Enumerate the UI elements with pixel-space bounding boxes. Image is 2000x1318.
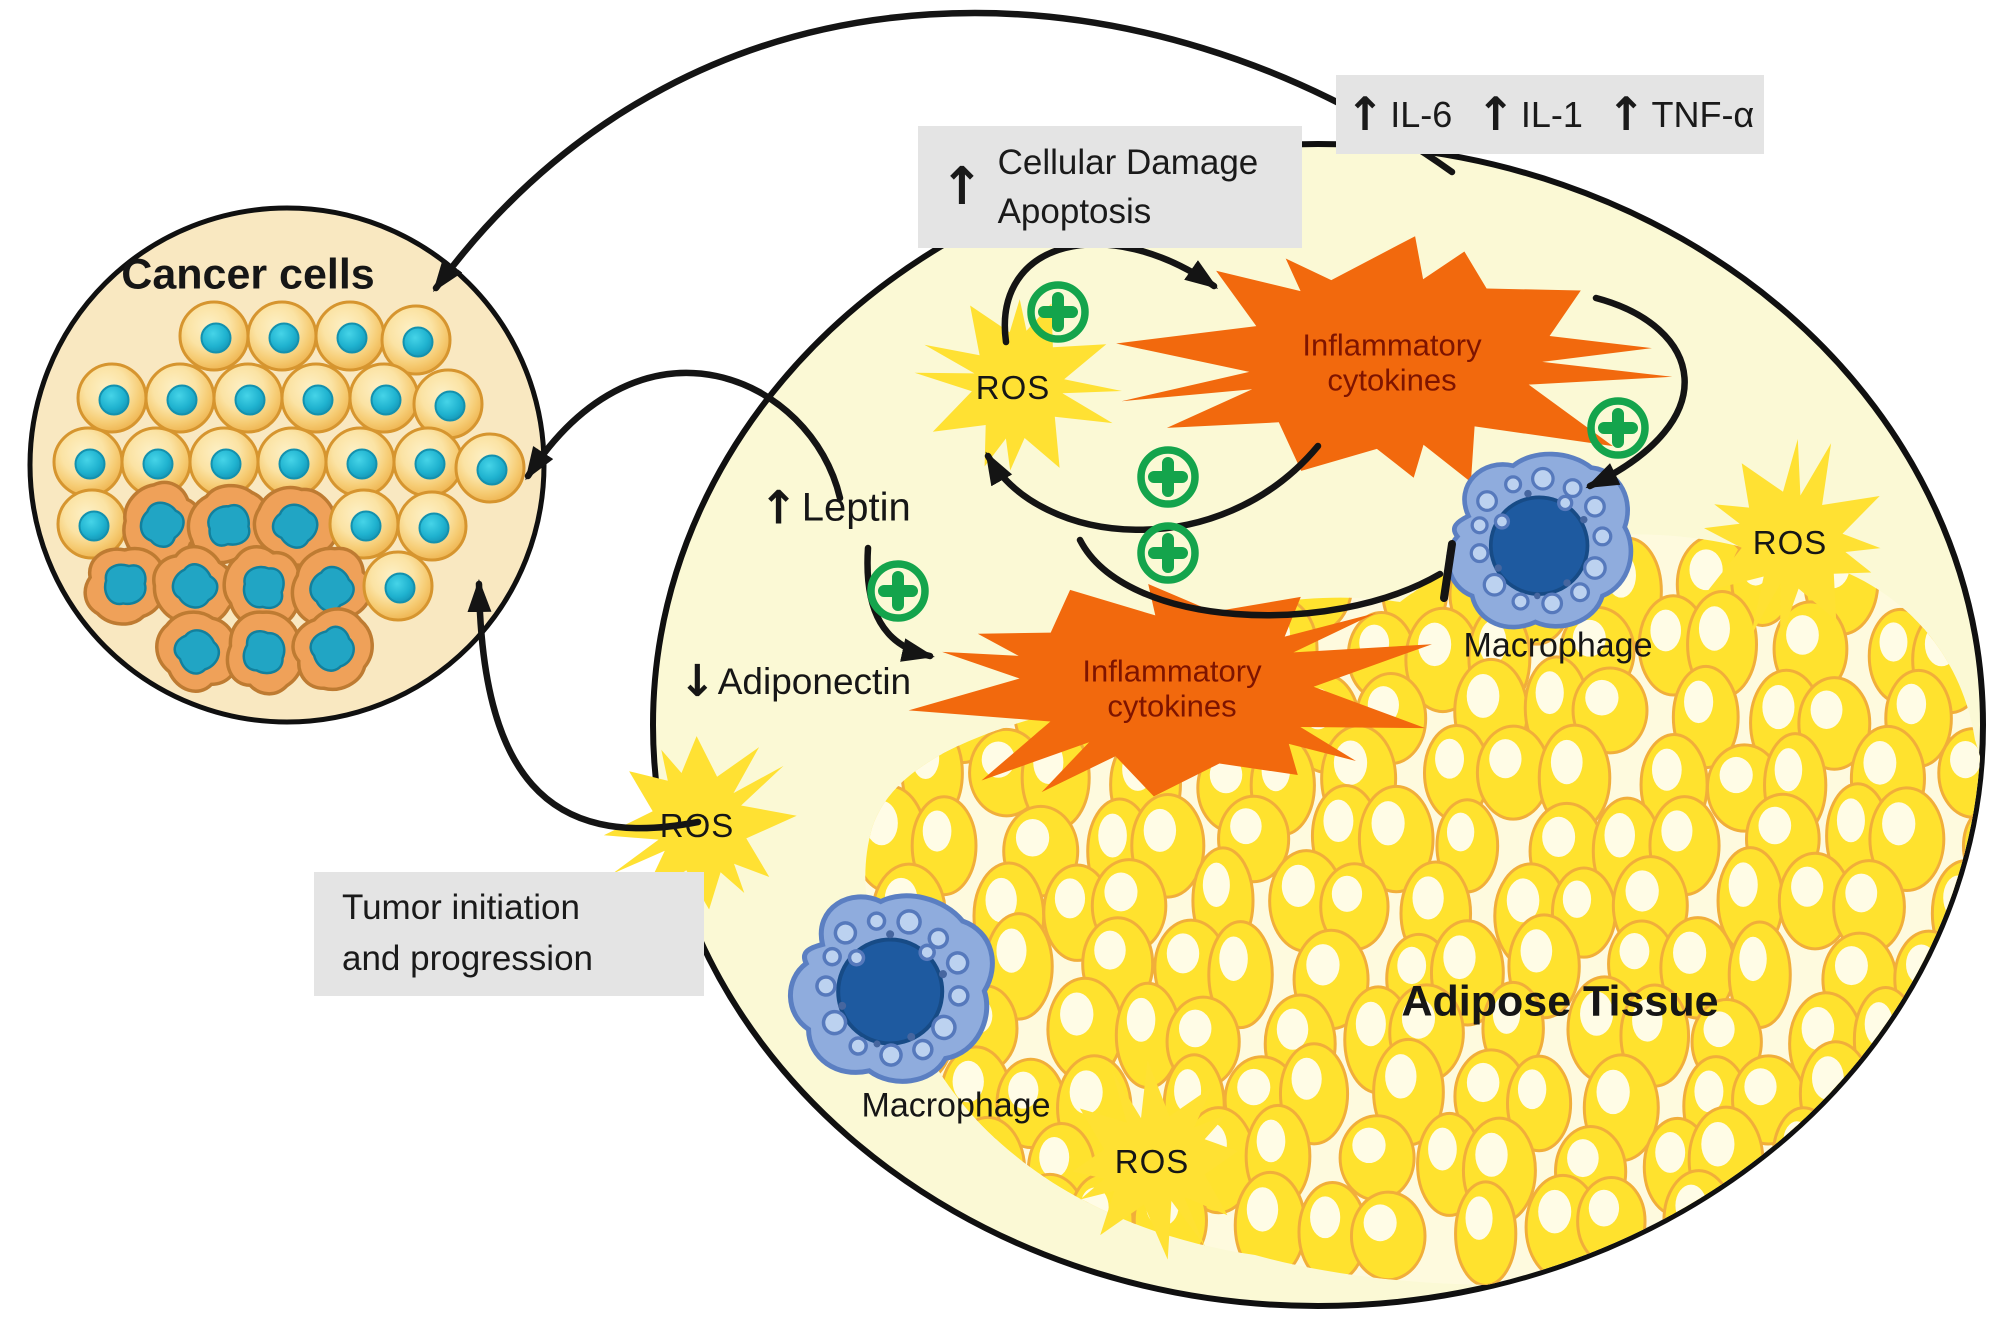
- cytokines-top-line2: cytokines: [1327, 362, 1457, 397]
- leptin-label: ↑ Leptin: [759, 480, 911, 535]
- tumor-progression-box: Tumor initiation and progression: [314, 872, 704, 996]
- up-arrow-icon: ↑: [1606, 86, 1646, 141]
- arrow-ros-to-cancer-tumor-initiation: [467, 579, 702, 832]
- up-arrow-icon: ↑: [940, 156, 984, 217]
- cytokines-lower-line1: Inflammatory: [1082, 653, 1262, 689]
- tumor-box-line1: Tumor initiation: [342, 888, 580, 928]
- marker-tnf-label: TNF-α: [1651, 93, 1755, 135]
- plus-icon: [871, 564, 925, 618]
- arrow-leptin-to-lower-cytokines: [864, 544, 935, 662]
- ros-label-top: ROS: [975, 369, 1051, 406]
- cancer-cells-label: Cancer cells: [121, 250, 375, 299]
- adiponectin-text: Adiponectin: [717, 661, 912, 702]
- ros-label-right: ROS: [1752, 524, 1828, 561]
- adipose-tissue-label: Adipose Tissue: [1401, 977, 1719, 1026]
- up-arrow-icon: ↑: [1476, 86, 1515, 141]
- ros-label-left: ROS: [659, 807, 735, 844]
- plus-icon: [1141, 450, 1195, 504]
- down-arrow-icon: ↓: [678, 656, 716, 708]
- macrophage-right-label: Macrophage: [1463, 626, 1653, 665]
- arrow-leptin-to-macrophage-endbar: [1440, 540, 1456, 602]
- marker-il1: ↑ IL-1: [1476, 86, 1583, 141]
- tumor-box-line2: and progression: [342, 939, 593, 978]
- marker-il1-label: IL-1: [1520, 93, 1583, 135]
- cytokine-markers-box: ↑ IL-6 ↑ IL-1 ↑ TNF-α: [1336, 75, 1764, 154]
- arrow-ros-to-cytokines: [1001, 241, 1219, 346]
- cellular-damage-line2: Apoptosis: [997, 192, 1152, 231]
- ros-starburst-right: [1704, 439, 1881, 641]
- plus-icon: [1591, 401, 1645, 455]
- plus-icon: [1141, 526, 1195, 580]
- adiponectin-label: ↓ Adiponectin: [678, 656, 912, 708]
- macrophage-bottom-label: Macrophage: [861, 1086, 1051, 1125]
- arrow-cytokines-to-cancer: [432, 9, 1456, 293]
- arrow-cytokines-to-macrophage: [1585, 294, 1688, 490]
- cancer-cell-cluster: [52, 300, 526, 696]
- up-arrow-icon: ↑: [1345, 86, 1385, 141]
- arrow-cytokines-to-ros: [984, 442, 1322, 533]
- cytokines-top-line1: Inflammatory: [1302, 327, 1482, 363]
- cytokines-starburst-lower: [908, 584, 1432, 797]
- cytokines-starburst-top: [1116, 236, 1673, 483]
- ros-starburst-top: [914, 299, 1122, 471]
- leptin-text: Leptin: [801, 485, 911, 530]
- arrow-leptin-to-macrophage: [1076, 536, 1444, 619]
- ros-starburst-bottom: [1072, 1059, 1239, 1260]
- marker-tnf: ↑ TNF-α: [1606, 86, 1755, 141]
- ros-label-bottom: ROS: [1114, 1143, 1190, 1180]
- up-arrow-icon: ↑: [759, 480, 798, 535]
- marker-il6-label: IL-6: [1390, 93, 1453, 135]
- marker-il6: ↑ IL-6: [1345, 86, 1453, 141]
- arrow-leptin-to-cancer: [524, 369, 844, 502]
- plus-icon: [1031, 285, 1085, 339]
- cellular-damage-line1: Cellular Damage: [997, 143, 1259, 182]
- cytokines-label-lower: Inflammatory cytokines: [1082, 654, 1261, 723]
- cytokines-lower-line2: cytokines: [1107, 688, 1237, 723]
- cytokines-label-top: Inflammatory cytokines: [1302, 328, 1481, 397]
- cellular-damage-box: ↑ Cellular Damage Apoptosis: [918, 126, 1302, 248]
